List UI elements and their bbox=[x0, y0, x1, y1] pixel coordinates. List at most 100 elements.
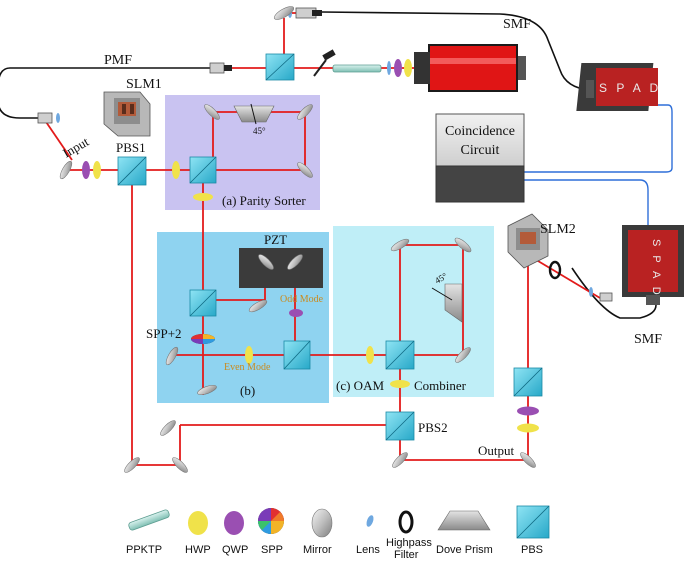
spp2-label: SPP+2 bbox=[146, 326, 182, 341]
pbs1-cube bbox=[117, 156, 147, 186]
legend-lens: Lens bbox=[356, 515, 380, 556]
mirror-icon bbox=[165, 346, 179, 366]
lens-icon bbox=[589, 287, 593, 297]
mirror-icon bbox=[59, 160, 73, 180]
pump-laser bbox=[414, 44, 526, 92]
slm2-label: SLM2 bbox=[540, 222, 576, 237]
pbs2-cube bbox=[385, 411, 415, 441]
legend-label-mirror: Mirror bbox=[303, 544, 332, 556]
hwp-icon bbox=[188, 511, 208, 535]
legend-label-spp: SPP bbox=[261, 544, 283, 556]
mirror-icon bbox=[172, 457, 188, 473]
ppktp-crystal bbox=[332, 64, 382, 73]
hwp-icon bbox=[404, 59, 412, 77]
pbs-cube-b-lower bbox=[283, 340, 311, 370]
spad-detector-right: S P A D bbox=[622, 225, 684, 305]
qwp-icon bbox=[224, 511, 244, 535]
legend-label-lens: Lens bbox=[356, 544, 380, 556]
coincidence-label-1: Coincidence bbox=[445, 124, 515, 139]
angle-a-label: 45° bbox=[253, 126, 266, 136]
oam-combiner-label-a: (c) OAM bbox=[336, 378, 384, 393]
hwp-icon bbox=[172, 161, 180, 179]
pbs1-label: PBS1 bbox=[116, 140, 146, 155]
legend-spp: SPP bbox=[258, 508, 284, 556]
qwp-icon bbox=[394, 59, 402, 77]
spad-top-label: S P A D bbox=[599, 81, 661, 95]
fiber-coupler-top[interactable] bbox=[295, 7, 322, 19]
slm1-label: SLM1 bbox=[126, 77, 162, 92]
legend-label-highpass-1: Highpass bbox=[386, 537, 432, 549]
mirror-icon bbox=[258, 254, 274, 270]
hwp-icon bbox=[193, 193, 213, 201]
dove-prism-a bbox=[233, 103, 275, 125]
hwp-icon bbox=[366, 346, 374, 364]
mirror-icon bbox=[311, 508, 333, 538]
spad-detector-top: S P A D bbox=[576, 63, 661, 111]
fiber-coupler-pmf[interactable] bbox=[209, 62, 232, 74]
pbs2-label: PBS2 bbox=[418, 420, 448, 435]
mirror-icon bbox=[273, 6, 295, 20]
mirror-icon bbox=[454, 237, 472, 253]
mirror-icon bbox=[297, 162, 313, 178]
legend-dove-prism: Dove Prism bbox=[436, 510, 493, 556]
legend-label-qwp: QWP bbox=[222, 544, 248, 556]
legend-hwp: HWP bbox=[185, 511, 211, 556]
qwp-icon bbox=[289, 309, 303, 317]
coincidence-circuit: Coincidence Circuit bbox=[435, 113, 525, 203]
legend-ppktp: PPKTP bbox=[126, 509, 170, 556]
smf-right-label: SMF bbox=[634, 332, 662, 347]
legend-label-ppktp: PPKTP bbox=[126, 544, 162, 556]
mirror-icon bbox=[520, 452, 536, 468]
legend-label-highpass-2: Filter bbox=[394, 549, 419, 561]
smf-top-label: SMF bbox=[503, 17, 531, 32]
oam-combiner-label-b: Combiner bbox=[414, 378, 467, 393]
coincidence-label-2: Circuit bbox=[461, 143, 500, 158]
pbs-cube-top bbox=[265, 53, 295, 81]
section-b-label: (b) bbox=[240, 383, 255, 398]
mirror-icon bbox=[197, 384, 217, 396]
pzt-stage: PZT bbox=[239, 232, 323, 288]
spp-icon bbox=[258, 508, 284, 534]
hwp-icon bbox=[245, 346, 253, 364]
legend-highpass-filter: Highpass Filter bbox=[386, 510, 432, 561]
dove-prism-c bbox=[431, 283, 463, 323]
even-mode-label: Even Mode bbox=[224, 362, 271, 373]
legend-label-hwp: HWP bbox=[185, 544, 211, 556]
mirror-icon bbox=[124, 457, 140, 473]
mirror-icon bbox=[160, 420, 176, 436]
pmf-label: PMF bbox=[104, 53, 132, 68]
signal-wires bbox=[524, 104, 673, 228]
pbs-icon bbox=[516, 505, 550, 539]
mirror-icon bbox=[287, 254, 303, 270]
hwp-icon bbox=[93, 161, 101, 179]
lens-icon bbox=[366, 515, 374, 527]
hwp-icon bbox=[390, 380, 410, 388]
legend-pbs: PBS bbox=[516, 505, 550, 556]
mirror-icon bbox=[390, 238, 410, 252]
pbs-cube-c bbox=[385, 340, 415, 370]
legend-label-pbs: PBS bbox=[521, 544, 543, 556]
mirror-icon bbox=[392, 452, 408, 468]
slm2-device bbox=[507, 213, 549, 269]
fiber-coupler-input[interactable] bbox=[37, 112, 53, 124]
highpass-filter-icon bbox=[398, 510, 414, 534]
mirror-icon bbox=[455, 347, 471, 363]
ppktp-icon bbox=[128, 509, 170, 531]
pbs-cube-parity bbox=[189, 156, 217, 184]
spad-right-label: S P A D bbox=[650, 239, 662, 298]
legend-mirror: Mirror bbox=[303, 508, 333, 556]
highpass-filter-icon bbox=[548, 260, 562, 280]
output-label: Output bbox=[478, 443, 515, 458]
hwp-icon bbox=[517, 423, 539, 433]
legend: PPKTP HWP QWP SPP Mirror bbox=[126, 505, 550, 561]
spp-icon bbox=[191, 334, 215, 344]
lens-icon bbox=[56, 113, 60, 123]
input-label: Input bbox=[60, 134, 92, 161]
legend-label-dove-prism: Dove Prism bbox=[436, 544, 493, 556]
highpass-filter-top bbox=[313, 49, 336, 77]
dove-prism-icon bbox=[437, 510, 491, 531]
fiber-coupler-right[interactable] bbox=[599, 292, 613, 302]
pbs-cube-b-upper bbox=[189, 289, 217, 317]
odd-mode-label: Odd Mode bbox=[280, 294, 324, 305]
